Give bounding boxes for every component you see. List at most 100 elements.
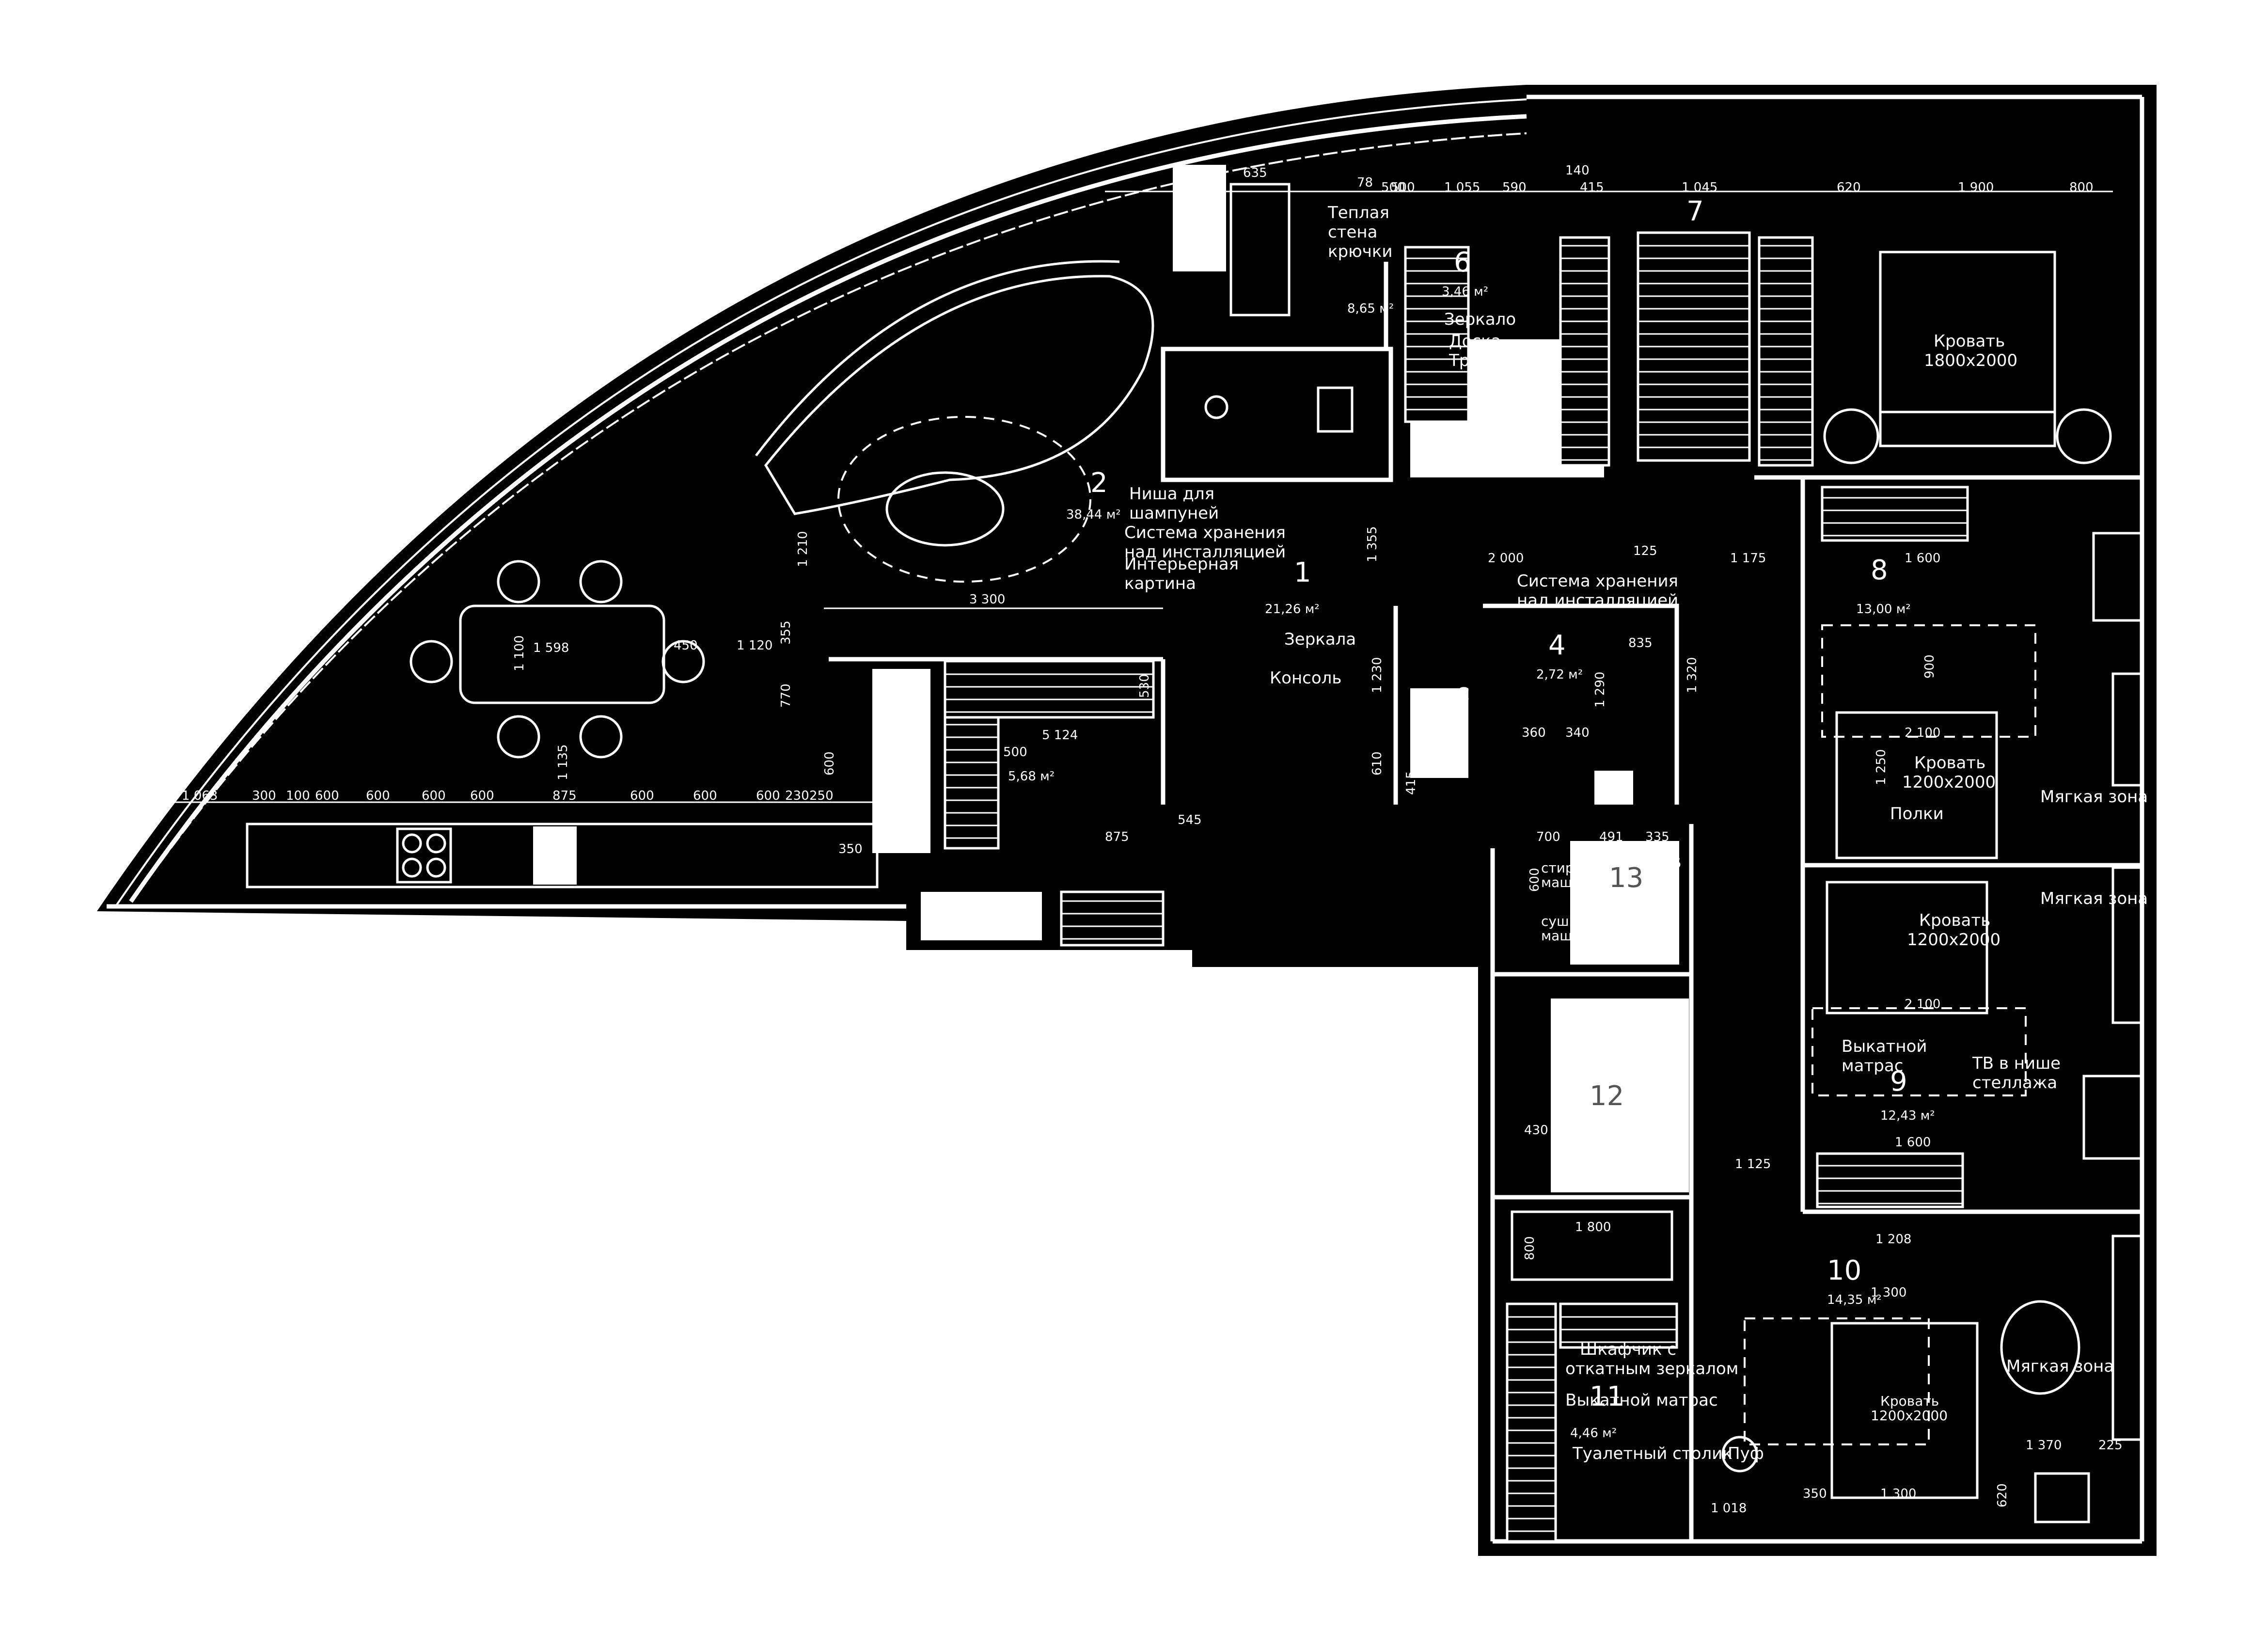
bathroom-12: [1551, 998, 1689, 1192]
master-bed: [1879, 251, 2056, 447]
label-shampoo-niche: Ниша для шампуней: [1129, 484, 1220, 523]
bath-5-drain: [1204, 395, 1228, 419]
shaft-g: [1594, 771, 1633, 805]
dim-center-7: 360: [1522, 726, 1546, 740]
label-storage-a: Система хранения над инсталляцией: [1124, 523, 1291, 562]
dim-bed-8: 900: [1922, 654, 1937, 679]
room8-closet: [1821, 486, 1969, 542]
dim-center-16: 5 124: [1042, 728, 1078, 743]
room-number-9: 9: [1890, 1066, 1907, 1097]
master-chair-b: [2056, 408, 2112, 464]
room-number-8: 8: [1871, 555, 1888, 586]
room-area-4: 2,72 м²: [1536, 667, 1583, 682]
room-area-9: 12,43 м²: [1880, 1109, 1935, 1123]
room10-rug: [1744, 1317, 1930, 1445]
dim-kitchen-2: 100: [286, 789, 310, 803]
room10-desk: [2034, 1472, 2090, 1523]
room-number-6: 6: [1454, 247, 1471, 278]
dim-top-11: 800: [2069, 180, 2094, 195]
room-area-1: 21,26 м²: [1265, 602, 1320, 617]
dim-center-2: 125: [1633, 544, 1657, 558]
dim-top-10: 1 900: [1958, 180, 1994, 195]
dim-kitchen-3: 600: [315, 789, 339, 803]
dim-living-2: 1 598: [533, 641, 569, 655]
label-shelves: Полки: [1890, 804, 1944, 824]
pouf: [1721, 1436, 1758, 1473]
room8-soft: [2111, 672, 2143, 787]
dims-top: 635 500 78 500 1 055 590 140 415 1 045 6…: [1105, 163, 2113, 195]
chair-4: [579, 715, 623, 759]
master-chair-a: [1823, 408, 1879, 464]
dim-center-8: 340: [1565, 726, 1590, 740]
room10-chair: [2000, 1300, 2080, 1395]
bed-room-8: [1835, 711, 1998, 859]
shaft-e: [921, 892, 1042, 940]
dim-center-1: 2 000: [1488, 551, 1524, 566]
chair-1: [497, 560, 540, 603]
dim-kitchen-10: 600: [756, 789, 780, 803]
room-number-2: 2: [1090, 467, 1108, 499]
dim-living-6: 355: [779, 620, 793, 645]
room-area-6: 3,46 м²: [1442, 285, 1488, 299]
room-area-3: 5,68 м²: [1008, 769, 1055, 784]
dim-living-7: 1 135: [556, 745, 570, 780]
bed-room-10: [1830, 1322, 1979, 1499]
room9-rug: [1811, 1007, 2027, 1096]
dim-bed-7: 1 370: [2026, 1438, 2062, 1453]
room-number-7: 7: [1686, 196, 1704, 227]
cooktop-burner-1: [402, 833, 422, 854]
bathtub: [1511, 1210, 1673, 1281]
dim-center-9: 835: [1628, 636, 1653, 650]
dim-kitchen-8: 600: [630, 789, 654, 803]
label-bed-room9: Кровать 1200х2000: [1907, 911, 2000, 950]
dim-kitchen-12: 250: [809, 789, 834, 803]
wardrobe-11-left: [1506, 1302, 1557, 1543]
label-warm-wall: Теплая стена крючки: [1327, 203, 1395, 261]
label-soft-zone-c: Мягкая зона: [2006, 1357, 2114, 1376]
dims-living: 3 300 1 210 1 598 1 100 450 1 120 355 1 …: [512, 531, 1163, 780]
dim-top-8: 1 045: [1682, 180, 1717, 195]
dim-kitchen-5: 600: [422, 789, 446, 803]
dims-bedrooms: 1 600 2 100 2 100 1 600 1 125 1 208 1 30…: [1711, 551, 2123, 1516]
label-storage-b: Система хранения над инсталляцией: [1517, 571, 1684, 610]
dim-kitchen-6: 600: [470, 789, 494, 803]
dim-kitchen-1: 300: [252, 789, 276, 803]
room-number-13: 13: [1609, 862, 1643, 894]
sofa-back: [755, 260, 1120, 457]
coffee-table: [885, 471, 1005, 547]
dim-bath-5: 600: [1528, 868, 1542, 892]
dim-bath-3: 491: [1599, 830, 1623, 844]
dim-bath-8: 135: [1657, 856, 1682, 871]
label-dressing-table: Туалетный столик: [1572, 1444, 1732, 1463]
dim-center-12: 415: [1404, 771, 1418, 795]
dim-bed-1: 2 100: [1905, 726, 1940, 740]
dim-center-5: 1 320: [1685, 657, 1700, 693]
master-closet-b: [1637, 231, 1751, 462]
dim-kitchen-11: 230: [785, 789, 809, 803]
dim-living-8: 770: [779, 683, 793, 708]
dim-bath-4: 335: [1645, 830, 1670, 844]
dim-bed-5: 1 208: [1875, 1232, 1911, 1247]
dim-living-3: 1 100: [512, 635, 527, 671]
dim-kitchen-13: 350: [838, 842, 863, 856]
dims-center: 1 355 2 000 125 1 175 1 230 1 320 1 450 …: [822, 526, 1766, 844]
chair-5: [410, 640, 453, 683]
room9-soft: [2111, 866, 2143, 1024]
kitchen-counter: [246, 823, 879, 888]
dim-top-3: 500: [1391, 180, 1415, 195]
wardrobe-11-top: [1559, 1302, 1678, 1349]
bed-room-9: [1826, 881, 1988, 1014]
bath-5-wc: [1317, 386, 1354, 433]
dim-bath-2: 700: [1536, 830, 1560, 844]
room-area-10: 14,35 м²: [1827, 1293, 1882, 1307]
cooktop-burner-4: [426, 857, 446, 878]
shaft-a: [1173, 165, 1226, 271]
shaft-d: [1410, 688, 1468, 778]
dim-bed-13: 1 300: [1880, 1487, 1916, 1501]
facade-inner-line: [129, 114, 1527, 903]
dim-kitchen-7: 875: [552, 789, 577, 803]
dim-bed-2: 2 100: [1905, 997, 1940, 1012]
sofa: [764, 275, 1154, 515]
label-pullout-mattress-b: Выкатной матрас: [1565, 1391, 1718, 1410]
